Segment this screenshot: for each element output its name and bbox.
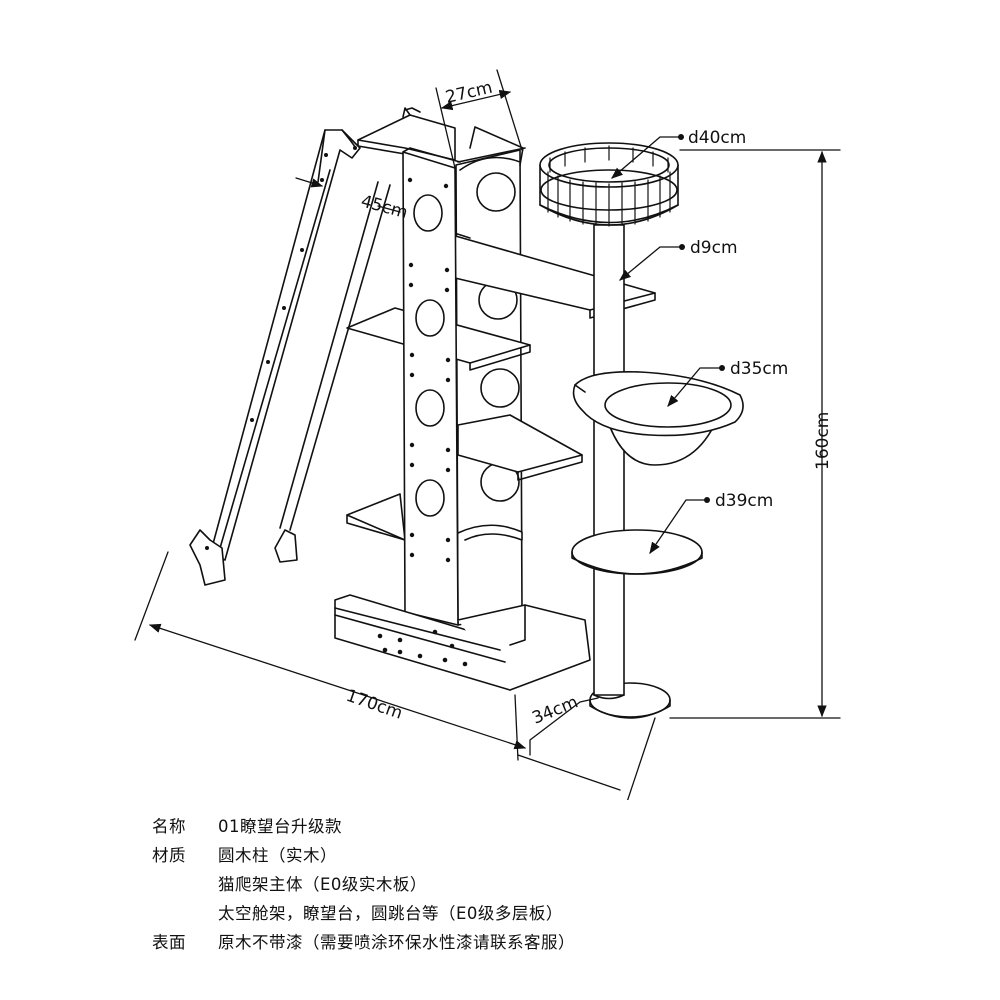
dim-platform-diameter: d39cm xyxy=(715,491,773,511)
dim-post-diameter: d9cm xyxy=(690,238,738,258)
spec-name-label: 名称 xyxy=(152,817,186,836)
leader-lines xyxy=(611,136,721,554)
dim-width-top: 27cm xyxy=(444,78,495,108)
front-panel xyxy=(402,147,461,626)
spec-material-line-1: 圆木柱（实木） xyxy=(218,846,337,865)
dim-bowl-diameter: d35cm xyxy=(730,359,788,379)
dim-depth-slope: 45cm xyxy=(359,192,410,224)
spec-material-line-2: 猫爬架主体（E0级实木板） xyxy=(218,875,427,894)
dim-length: 170cm xyxy=(343,686,405,724)
back-panel xyxy=(455,126,526,626)
dim-base-depth: 34cm xyxy=(529,692,581,728)
spec-material-label: 材质 xyxy=(152,846,186,865)
spec-surface-value: 原木不带漆（需要喷涂环保水性漆请联系客服） xyxy=(218,933,575,952)
spec-material-line-3: 太空舱架，瞭望台，圆跳台等（E0级多层板） xyxy=(218,904,563,923)
top-board xyxy=(357,107,456,161)
ladder-ramp xyxy=(189,129,391,586)
shelf-left-lower xyxy=(346,493,406,541)
dimension-lines xyxy=(134,69,841,800)
round-platform xyxy=(571,529,703,575)
post-tower xyxy=(589,224,671,719)
dim-height: 160cm xyxy=(813,412,833,470)
lookout-basket xyxy=(539,142,679,227)
cat-tree-drawing: 27cm 45cm 170cm 34cm 160cm d40cm d9cm d3… xyxy=(134,69,841,800)
spec-row-material: 材质 圆木柱（实木） 猫爬架主体（E0级实木板） 太空舱架，瞭望台，圆跳台等（E… xyxy=(152,841,852,928)
shelf-lower xyxy=(457,414,583,481)
dim-lookout-diameter: d40cm xyxy=(688,128,746,148)
space-bowl xyxy=(572,370,744,466)
spec-row-name: 名称 01瞭望台升级款 xyxy=(152,812,852,841)
spec-table: 名称 01瞭望台升级款 材质 圆木柱（实木） 猫爬架主体（E0级实木板） 太空舱… xyxy=(152,812,852,957)
spec-name-value: 01瞭望台升级款 xyxy=(218,817,342,836)
spec-surface-label: 表面 xyxy=(152,933,186,952)
spec-row-surface: 表面 原木不带漆（需要喷涂环保水性漆请联系客服） xyxy=(152,928,852,957)
